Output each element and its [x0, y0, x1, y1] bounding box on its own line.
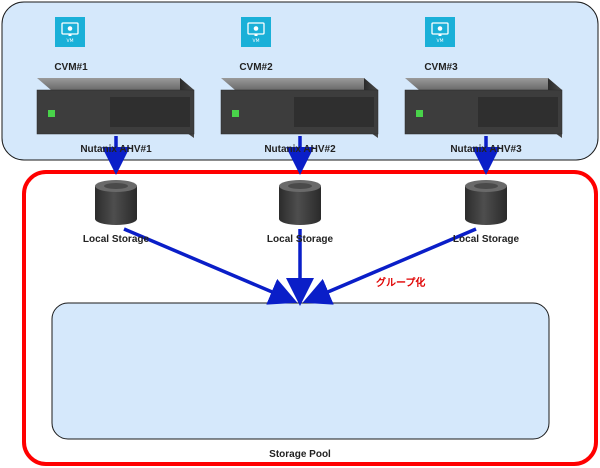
- vm-monitor-icon: VM: [241, 17, 271, 47]
- host-label: Nutanix AHV#1: [80, 144, 152, 155]
- host-label: Nutanix AHV#3: [450, 144, 522, 155]
- storage-pool-label: Storage Pool: [269, 449, 331, 460]
- cvm-label: CVM#1: [54, 62, 88, 73]
- node-2: VM CVM#2 Nutanix AHV#2 Local Storage: [220, 17, 379, 245]
- arrow-storage3-to-pool: [302, 227, 477, 305]
- server-icon: [36, 78, 195, 138]
- server-icon: [220, 78, 379, 138]
- server-icon: [404, 78, 563, 138]
- storage-label: Local Storage: [83, 234, 150, 245]
- svg-text:VM: VM: [253, 38, 260, 44]
- group-label: グループ化: [376, 276, 425, 289]
- svg-text:VM: VM: [437, 38, 444, 44]
- svg-text:VM: VM: [67, 38, 74, 44]
- cvm-label: CVM#3: [424, 62, 458, 73]
- storage-label: Local Storage: [267, 234, 334, 245]
- node-1: VM CVM#1 Nutanix AHV#1 Local Storage: [36, 17, 195, 245]
- disk-cylinder-icon: [95, 180, 137, 225]
- vm-monitor-icon: VM: [425, 17, 455, 47]
- disk-cylinder-icon: [279, 180, 321, 225]
- node-3: VM CVM#3 Nutanix AHV#3 Local Storage: [404, 17, 563, 245]
- storage-pool-box: [51, 302, 550, 440]
- vm-monitor-icon: VM: [55, 17, 85, 47]
- grouping-arrows: [123, 227, 477, 306]
- cvm-label: CVM#2: [239, 62, 273, 73]
- storage-label: Local Storage: [453, 234, 520, 245]
- host-label: Nutanix AHV#2: [264, 144, 336, 155]
- arrow-storage1-to-pool: [123, 227, 298, 305]
- disk-cylinder-icon: [465, 180, 507, 225]
